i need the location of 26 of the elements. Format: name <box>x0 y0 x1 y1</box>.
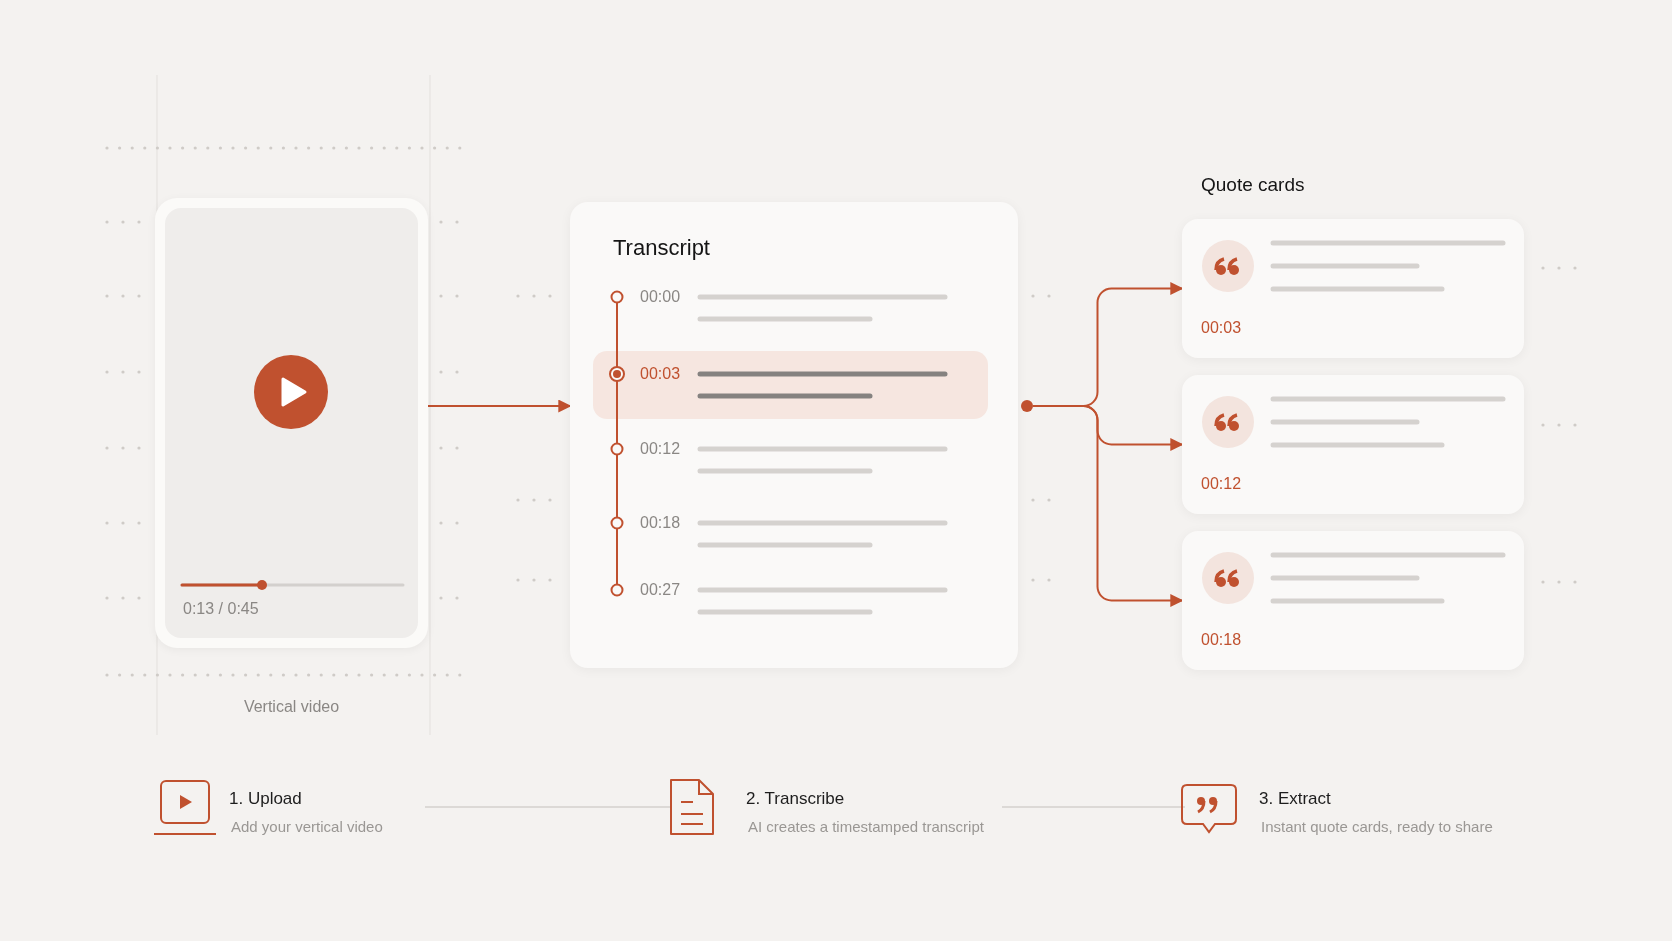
step-title: 1. Upload <box>229 789 302 809</box>
quote-card <box>1182 531 1524 670</box>
timestamp: 00:27 <box>640 581 681 599</box>
arrow <box>427 399 572 413</box>
transcript-card <box>570 202 1018 668</box>
timestamp: 00:00 <box>640 288 681 306</box>
timestamp: 00:18 <box>640 514 681 532</box>
video-time: 0:13 / 0:45 <box>183 600 259 618</box>
timestamp: 00:12 <box>1201 475 1242 493</box>
step-description: AI creates a timestamped transcript <box>748 818 984 835</box>
section-heading: Quote cards <box>1201 174 1305 196</box>
timestamp: 00:03 <box>640 365 681 383</box>
highlighted-row <box>593 351 988 419</box>
arrow <box>1032 405 1184 607</box>
quote-card <box>1182 219 1524 358</box>
timestamp: 00:03 <box>1201 319 1242 337</box>
step-description: Add your vertical video <box>231 818 383 835</box>
step-title: 3. Extract <box>1259 789 1331 809</box>
quote-card <box>1182 375 1524 514</box>
card-title: Transcript <box>613 235 710 261</box>
timestamp: 00:12 <box>640 440 681 458</box>
step-description: Instant quote cards, ready to share <box>1261 818 1493 835</box>
timestamp: 00:18 <box>1201 631 1242 649</box>
hub-dot <box>1021 400 1033 412</box>
step-title: 2. Transcribe <box>746 789 845 809</box>
video-label: Vertical video <box>242 698 341 716</box>
